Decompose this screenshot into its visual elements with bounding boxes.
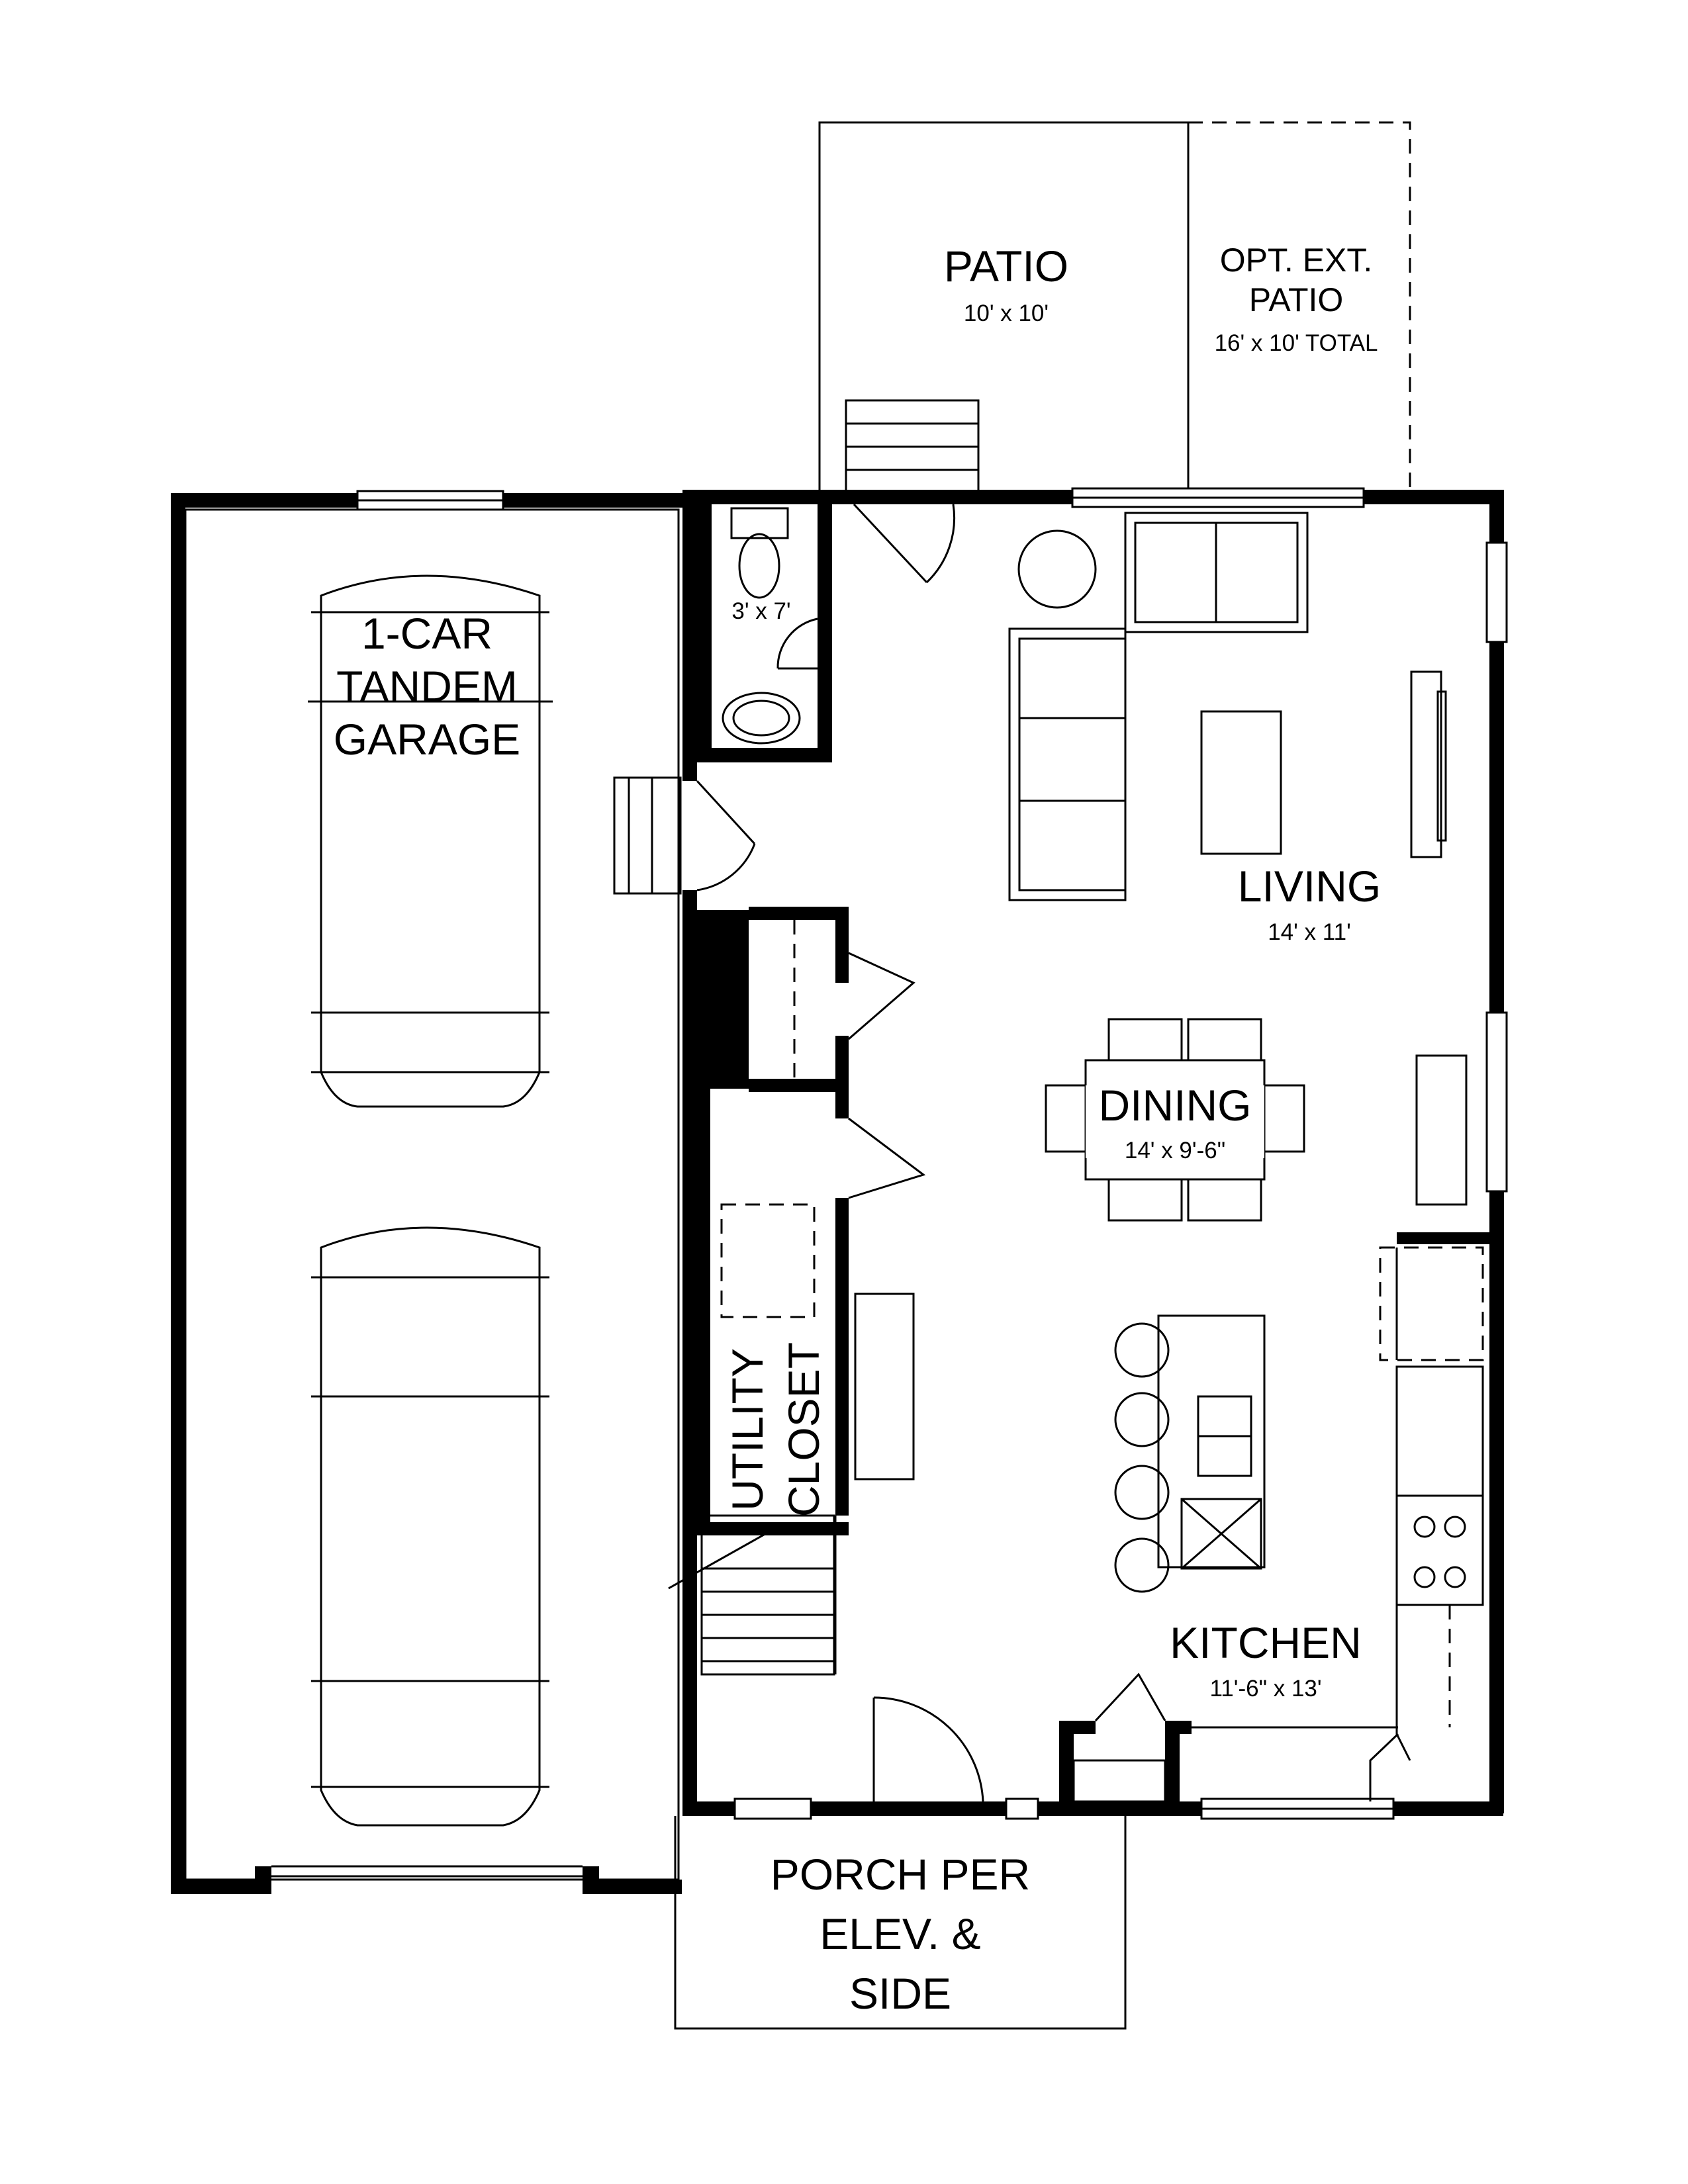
porch-label-2: ELEV. &: [820, 1909, 980, 1958]
opt-patio-size: 16' x 10' TOTAL: [1215, 330, 1378, 356]
living-name: LIVING: [1238, 862, 1381, 911]
porch-label-1: PORCH PER: [771, 1850, 1030, 1899]
stairs: [668, 1514, 837, 1676]
dining-furniture: [1045, 1018, 1468, 1222]
dining-label-bg: [1086, 1085, 1264, 1158]
utility-closet: [697, 1085, 926, 1535]
patio-door: [853, 503, 956, 584]
dining-name: DINING: [1099, 1081, 1252, 1130]
car-top: [308, 574, 553, 1108]
kitchen-fixtures: [854, 1232, 1489, 1803]
car-bottom: [311, 1226, 549, 1827]
garage-entry: [613, 776, 756, 895]
utility-label-1: UTILITY: [723, 1348, 772, 1511]
coat-closet: [749, 907, 915, 1092]
powder-size: 3' x 7': [731, 598, 790, 624]
utility-label-2: CLOSET: [779, 1342, 828, 1517]
porch-label-3: SIDE: [849, 1969, 951, 2018]
patio-name: PATIO: [944, 242, 1068, 291]
front-door: [872, 1696, 984, 1802]
living-furniture: [1008, 512, 1447, 901]
garage-label-2: TANDEM: [336, 662, 518, 711]
dining-size: 14' x 9'-6": [1125, 1138, 1225, 1163]
patio-size: 10' x 10': [964, 300, 1049, 326]
kitchen-name: KITCHEN: [1170, 1618, 1362, 1667]
garage: [171, 490, 682, 1894]
kitchen-size: 11'-6" x 13': [1209, 1676, 1321, 1702]
powder-room: [697, 504, 832, 762]
garage-label-3: GARAGE: [334, 715, 520, 764]
house-windows: [733, 487, 1508, 1820]
opt-patio-name-2: PATIO: [1249, 281, 1344, 318]
opt-patio-name-1: OPT. EXT.: [1220, 242, 1373, 279]
garage-label-1: 1-CAR: [361, 609, 492, 658]
living-size: 14' x 11': [1268, 919, 1351, 945]
porch: [674, 1816, 1127, 2030]
